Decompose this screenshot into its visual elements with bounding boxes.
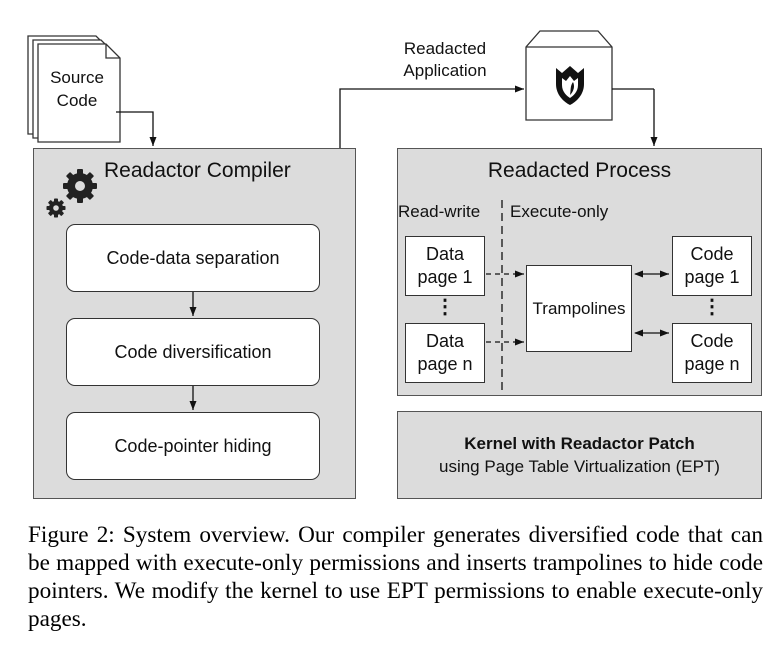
readacted-application-label: Readacted Application (403, 39, 487, 80)
trampolines-box: Trampolines (526, 265, 632, 352)
data-page-1: Data page 1 (405, 236, 485, 296)
kernel-panel: Kernel with Readactor Patch using Page T… (397, 411, 762, 499)
code-pointer-hiding-step: Code-pointer hiding (66, 412, 320, 480)
code-page-n: Code page n (672, 323, 752, 383)
source-code-document-icon (27, 35, 121, 143)
code-page-1: Code page 1 (672, 236, 752, 296)
code-data-separation-step: Code-data separation (66, 224, 320, 292)
data-ellipsis: ⋮ (435, 296, 455, 318)
shield-icon (556, 66, 584, 105)
figure-caption: Figure 2: System overview. Our compiler … (28, 522, 763, 632)
execute-only-label: Execute-only (510, 202, 609, 221)
code-ellipsis: ⋮ (702, 296, 722, 318)
gear-icon (46, 169, 97, 218)
kernel-title: Kernel with Readactor Patch (464, 434, 695, 453)
source-code-label: Source Code (50, 68, 104, 110)
compiler-title: Readactor Compiler (104, 159, 291, 182)
process-title: Readacted Process (487, 159, 672, 182)
data-page-n: Data page n (405, 323, 485, 383)
read-write-label: Read-write (398, 202, 481, 221)
kernel-subtitle: using Page Table Virtualization (EPT) (439, 457, 720, 476)
code-diversification-step: Code diversification (66, 318, 320, 386)
connector-arrows (116, 85, 669, 410)
